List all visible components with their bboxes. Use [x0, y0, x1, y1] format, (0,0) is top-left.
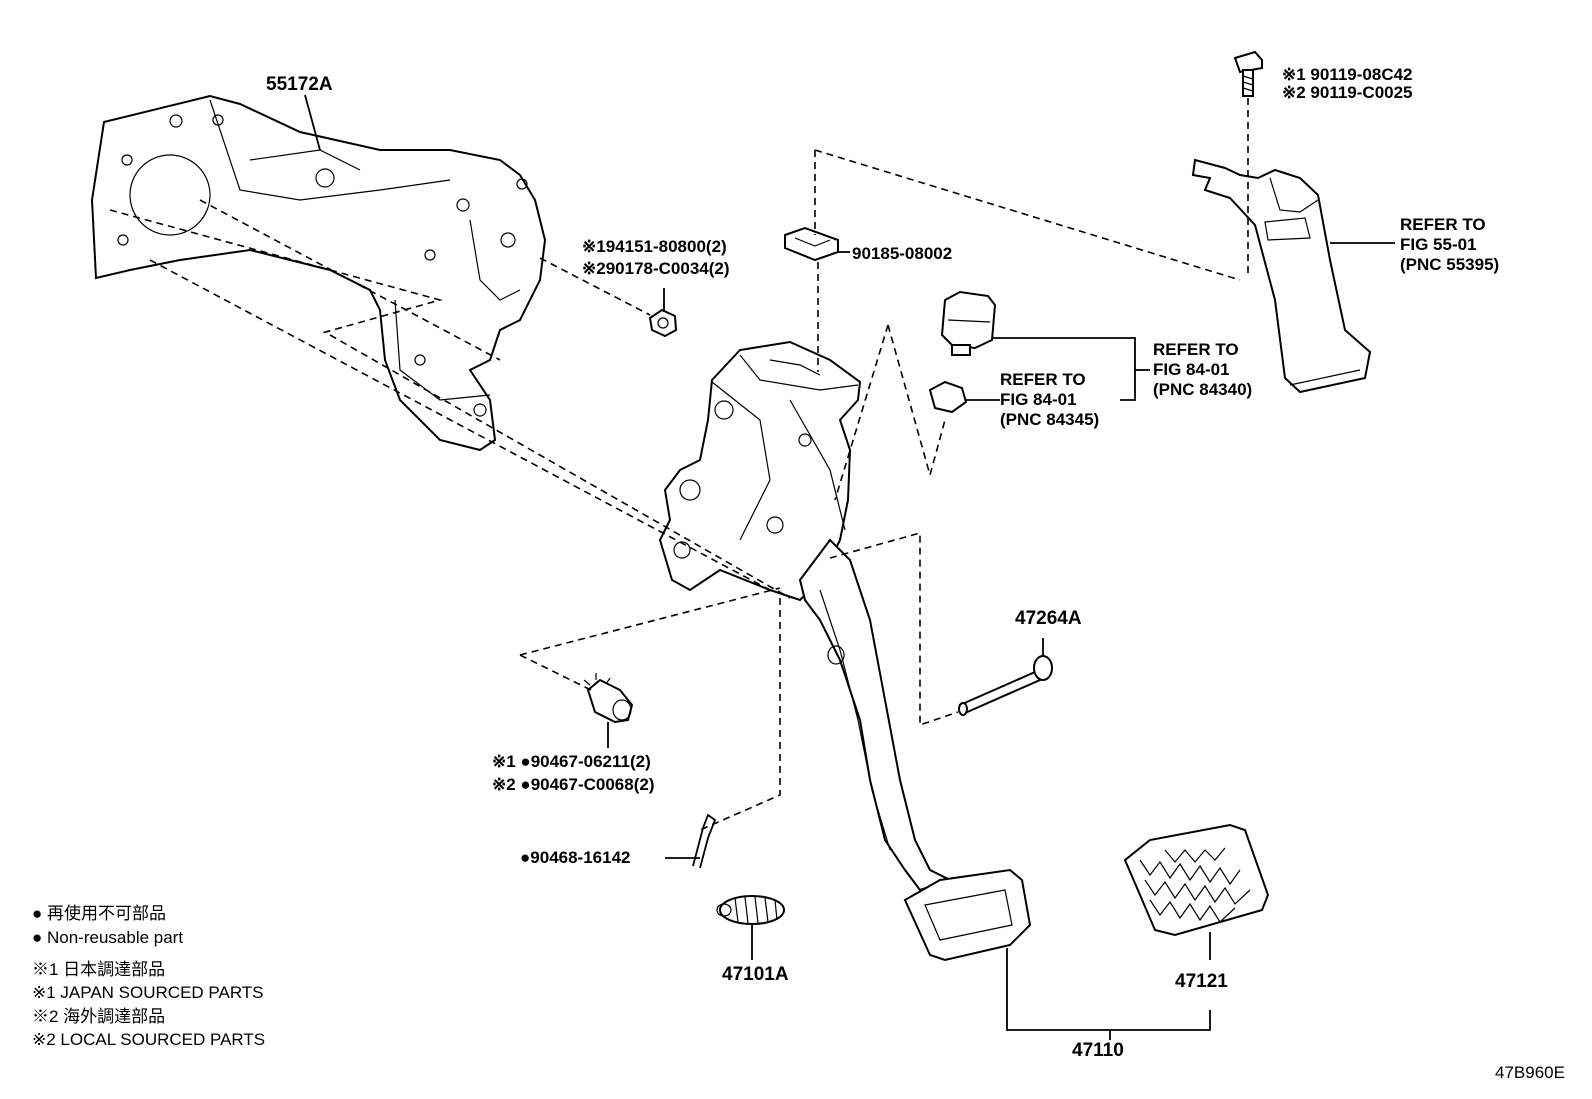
ref-84345-line3: (PNC 84345): [1000, 410, 1099, 429]
pedal-pad-drawing: [1123, 823, 1270, 937]
diagram-id: 47B960E: [1495, 1063, 1565, 1082]
label-47110: 47110: [1072, 1040, 1124, 1061]
ref-84340-line3: (PNC 84340): [1153, 380, 1252, 399]
legend-local-jp: ※2 海外調達部品: [32, 1007, 165, 1026]
nut-label-line2: ※290178-C0034(2): [582, 259, 730, 278]
ref-84345-line2: FIG 84-01: [1000, 390, 1077, 409]
bolt-label-line1: ※1 90119-08C42: [1282, 65, 1413, 84]
cotter-pin-drawing: [692, 813, 717, 869]
side-bracket-drawing: [1191, 158, 1372, 394]
label-47121: 47121: [1175, 971, 1228, 992]
nut-label-line1: ※194151-80800(2): [582, 237, 727, 256]
grommet-drawing: [583, 673, 634, 724]
ref-55395-line3: (PNC 55395): [1400, 255, 1499, 274]
ref-55395-line1: REFER TO: [1400, 215, 1486, 234]
label-90185: 90185-08002: [852, 244, 952, 263]
ref-55395-line2: FIG 55-01: [1400, 235, 1477, 254]
legend-nonreusable-jp: ● 再使用不可部品: [32, 903, 166, 923]
pin-drawing: [958, 655, 1053, 716]
legend-japan-en: ※1 JAPAN SOURCED PARTS: [32, 983, 264, 1002]
clip-drawing: [784, 226, 839, 262]
spring-drawing: [716, 895, 785, 925]
ref-84345-line1: REFER TO: [1000, 370, 1086, 389]
ref-84340-line1: REFER TO: [1153, 340, 1239, 359]
solid-leaders: [304, 94, 1395, 1040]
pedal-arm-drawing: [798, 538, 1032, 962]
label-90468: ●90468-16142: [520, 848, 631, 867]
legend-japan-jp: ※1 日本調達部品: [32, 960, 165, 979]
switch-drawing: [928, 290, 997, 414]
nut-drawing: [648, 308, 678, 338]
pedal-support-drawing: [658, 340, 862, 602]
label-47264a: 47264A: [1015, 608, 1082, 629]
label-47101a: 47101A: [722, 964, 789, 985]
dashed-leaders: [109, 98, 1249, 831]
legend-local-en: ※2 LOCAL SOURCED PARTS: [32, 1030, 265, 1049]
bracket-55172a-drawing: [90, 94, 547, 452]
grommet-label-line2: ※2 ●90467-C0068(2): [492, 775, 655, 794]
label-90468-number: 90468-16142: [530, 848, 630, 867]
bolt-drawing: [1233, 50, 1263, 97]
ref-84340-line2: FIG 84-01: [1153, 360, 1230, 379]
bolt-label-line2: ※2 90119-C0025: [1282, 83, 1413, 102]
grommet-label-line1: ※1 ●90467-06211(2): [492, 752, 651, 771]
label-55172a: 55172A: [266, 74, 333, 95]
legend-nonreusable-en: ● Non-reusable part: [32, 928, 183, 947]
